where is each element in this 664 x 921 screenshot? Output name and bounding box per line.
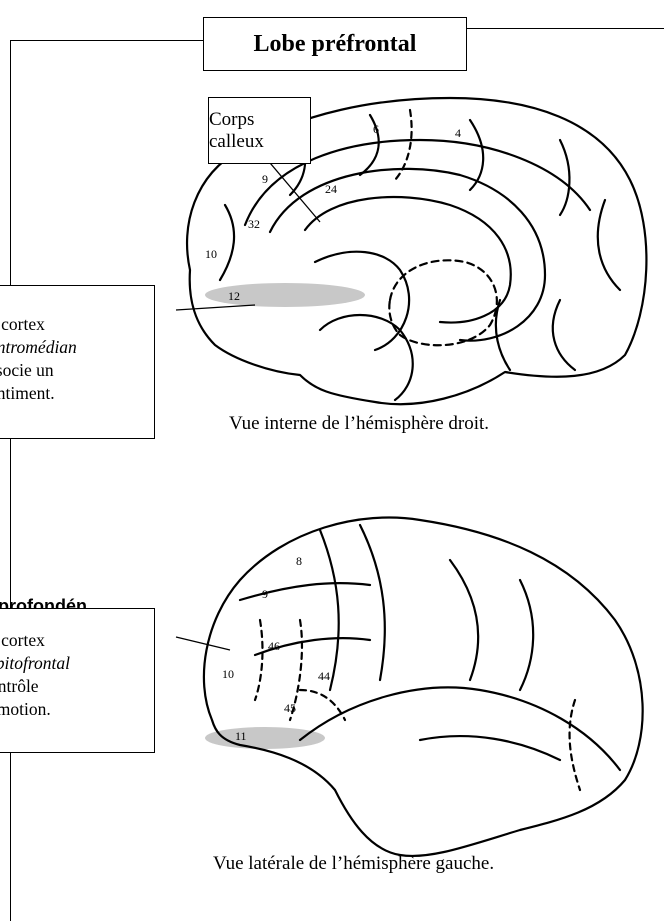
- area-label: 32: [248, 217, 260, 231]
- area-label: 10: [205, 247, 217, 261]
- caption-internal-view: Vue interne de l’hémisphère droit.: [229, 413, 489, 435]
- caption-lateral-view: Vue latérale de l’hémisphère gauche.: [213, 853, 494, 875]
- box-orbitofrontal-line: e cortex: [0, 629, 154, 652]
- area-label: 11: [235, 729, 247, 743]
- internal-thalamus: [389, 260, 497, 345]
- area-label: 44: [318, 669, 330, 683]
- box-orbitofrontal-line: ontrôle: [0, 675, 154, 698]
- box-ventromedian: e cortex entromédian ssocie un entiment.: [0, 285, 155, 439]
- pointer-ventromedian: [176, 305, 255, 310]
- area-label: 10: [222, 667, 234, 681]
- lateral-central: [320, 530, 339, 690]
- lateral-outline: [204, 518, 643, 856]
- area-label: 8: [296, 554, 302, 568]
- box-orbitofrontal: e cortex rbitofrontal ontrôle émotion.: [0, 608, 155, 753]
- lateral-parietal-1: [450, 560, 478, 680]
- internal-sulcus-5: [560, 140, 569, 215]
- box-orbitofrontal-line: rbitofrontal: [0, 652, 154, 675]
- internal-sulcus-7: [220, 205, 234, 280]
- lateral-temporal: [420, 736, 560, 760]
- internal-lower-lobe: [320, 315, 413, 400]
- lateral-dashed-1: [255, 620, 262, 700]
- pointer-orbitofrontal: [176, 637, 230, 650]
- area-label: 4: [455, 126, 461, 140]
- area-label: 45: [284, 701, 296, 715]
- area-label: 12: [228, 289, 240, 303]
- box-orbitofrontal-line: émotion.: [0, 698, 154, 721]
- internal-sulcus-6: [598, 200, 620, 290]
- page-title: Lobe préfrontal: [203, 17, 467, 71]
- label-corps-calleux: Corps calleux: [208, 97, 311, 164]
- box-ventromedian-line: entiment.: [0, 382, 154, 405]
- area-label: 6: [373, 122, 379, 136]
- box-ventromedian-line: entromédian: [0, 336, 154, 359]
- box-ventromedian-line: ssocie un: [0, 359, 154, 382]
- area-label: 9: [262, 587, 268, 601]
- area-label: 9: [262, 172, 268, 186]
- lateral-precentral: [360, 525, 385, 680]
- internal-lower-sulcus: [553, 300, 575, 370]
- box-ventromedian-line: e cortex: [0, 313, 154, 336]
- lateral-dashed-4: [570, 700, 580, 790]
- lateral-frontal-1: [240, 583, 370, 600]
- area-label: 46: [268, 639, 280, 653]
- area-label: 24: [325, 182, 337, 196]
- lateral-parietal-2: [520, 580, 533, 690]
